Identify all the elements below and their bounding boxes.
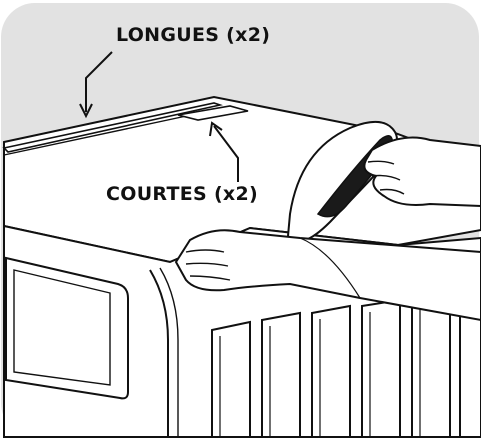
- door-panel-left: [5, 256, 129, 400]
- arrow-icon-short: [209, 121, 239, 182]
- arrow-icon: [79, 51, 113, 119]
- left-hand-icon: [174, 229, 481, 322]
- short-strip: [177, 105, 249, 121]
- front-compartments: [211, 289, 481, 438]
- long-strip: [2, 102, 223, 153]
- short-strips-label: COURTES (x2): [106, 183, 258, 205]
- long-strips-label: LONGUES (x2): [116, 24, 271, 46]
- hand-icon: [363, 136, 481, 208]
